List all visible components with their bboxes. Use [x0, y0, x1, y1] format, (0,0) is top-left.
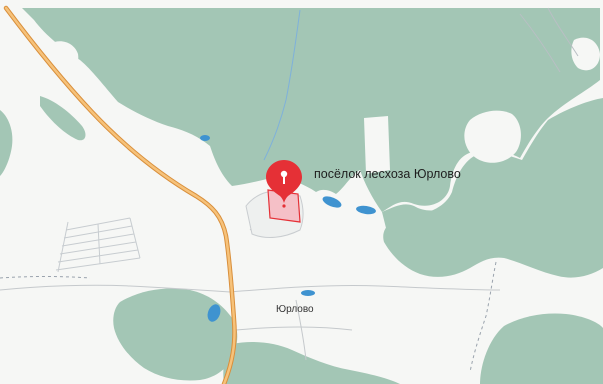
forest-north: [22, 8, 600, 212]
stream: [263, 9, 301, 161]
marker-label[interactable]: посёлок лесхоза Юрлово: [314, 167, 461, 181]
track-west: [0, 284, 231, 293]
clearing-strip: [364, 116, 390, 174]
settlement-label: Юрлово: [276, 304, 314, 315]
forest-central-east: [382, 204, 449, 236]
water-bodies: [200, 135, 376, 322]
boundary-dashed: [0, 261, 497, 373]
track-south: [295, 299, 307, 361]
power-line: [519, 7, 579, 73]
map-pin-icon[interactable]: [266, 160, 302, 203]
forest-west-edge: [0, 110, 13, 176]
track-main: [229, 284, 501, 293]
main-road: [3, 5, 237, 384]
forest-south: [223, 342, 400, 384]
lake-east-2: [356, 205, 376, 215]
forest-east: [383, 98, 603, 278]
forest-southwest: [113, 288, 238, 381]
forest-west-strip: [40, 96, 86, 141]
pond-north: [200, 135, 210, 141]
pond-mid: [301, 290, 315, 296]
clearings: [45, 37, 600, 174]
pond-south: [207, 304, 221, 322]
forest-areas: [0, 8, 603, 384]
field-grid: [55, 217, 141, 273]
clearing-northeast: [464, 110, 521, 163]
lake-east: [322, 196, 342, 208]
selected-area-center: [282, 204, 286, 208]
track-lower: [235, 326, 353, 331]
forest-southeast: [480, 313, 603, 384]
clearing-east-small: [571, 37, 600, 71]
